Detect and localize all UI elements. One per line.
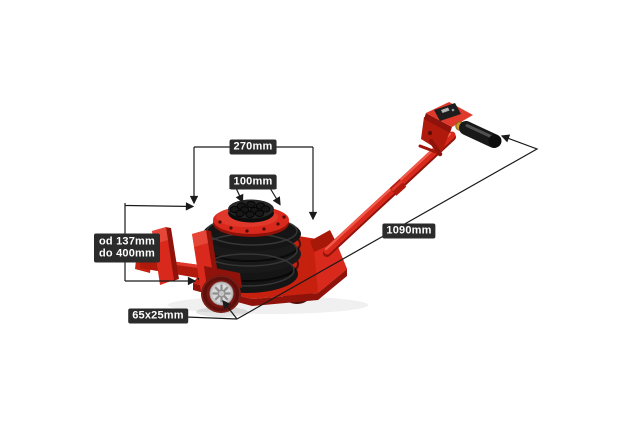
dimension-lines bbox=[124, 134, 539, 320]
left-fin bbox=[165, 227, 179, 281]
dim-total-length bbox=[236, 134, 539, 320]
dim-label-total-length: 1090mm bbox=[382, 223, 436, 239]
dim-label-top-plate-width: 270mm bbox=[229, 139, 277, 155]
release-lever bbox=[428, 138, 443, 157]
rubber-pad bbox=[228, 199, 274, 223]
dim-label-pad-width: 100mm bbox=[229, 174, 277, 190]
handle-tube bbox=[323, 131, 456, 257]
dim-label-wheel-size: 65x25mm bbox=[128, 308, 188, 324]
info-sticker bbox=[434, 103, 461, 121]
dim-wheel-size bbox=[185, 300, 238, 320]
top-plate-bolts bbox=[218, 215, 286, 233]
front-wheel bbox=[201, 275, 241, 313]
handle-mount bbox=[310, 230, 336, 252]
handle-head bbox=[418, 102, 502, 157]
dim-label-lift-height-min: od 137mm bbox=[98, 235, 156, 248]
dim-label-lift-height-max: do 400mm bbox=[98, 247, 156, 260]
dim-label-lift-height-range: od 137mm do 400mm bbox=[93, 233, 161, 263]
